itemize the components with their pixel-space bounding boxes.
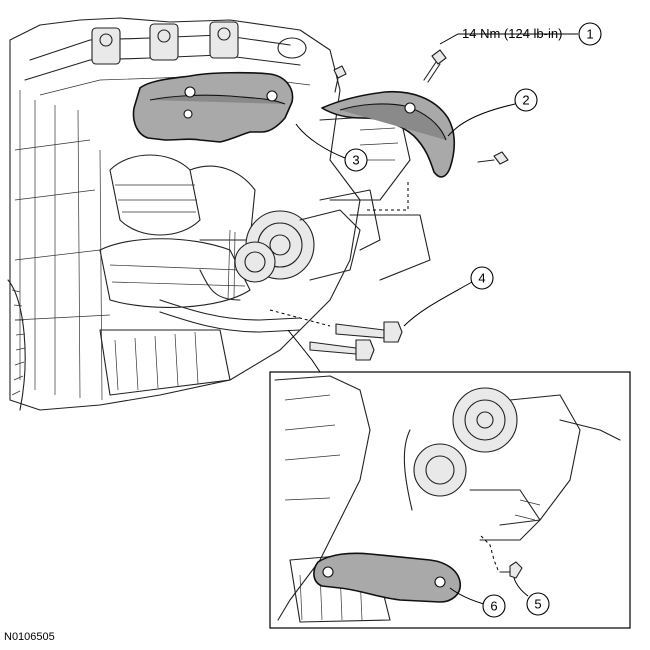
detail-inset xyxy=(269,371,631,629)
callout-5-number: 5 xyxy=(534,597,541,612)
callout-3: 3 xyxy=(344,148,368,172)
torque-specification: 14 Nm (124 lb-in) xyxy=(462,26,562,41)
figure-id: N0106505 xyxy=(4,631,55,643)
callout-6-number: 6 xyxy=(490,599,497,614)
heat-shield-bolt xyxy=(423,49,447,83)
stud-bolts xyxy=(333,65,509,165)
turbocharger xyxy=(227,114,431,301)
callout-4-number: 4 xyxy=(478,271,485,286)
callout-1: 1 xyxy=(578,22,602,46)
turbocharger-heat-shield xyxy=(321,90,456,178)
engine-block-drawing xyxy=(7,17,361,411)
callout-4: 4 xyxy=(470,266,494,290)
callout-1-number: 1 xyxy=(586,27,593,42)
ignition-coils xyxy=(91,21,307,65)
callout-2: 2 xyxy=(514,88,538,112)
turbocharger-support-bolts xyxy=(309,321,403,361)
callout-2-number: 2 xyxy=(522,93,529,108)
callout-3-number: 3 xyxy=(352,153,359,168)
callout-6: 6 xyxy=(482,594,506,618)
exhaust-manifold-heat-shield xyxy=(132,71,294,143)
callout-5: 5 xyxy=(526,592,550,616)
